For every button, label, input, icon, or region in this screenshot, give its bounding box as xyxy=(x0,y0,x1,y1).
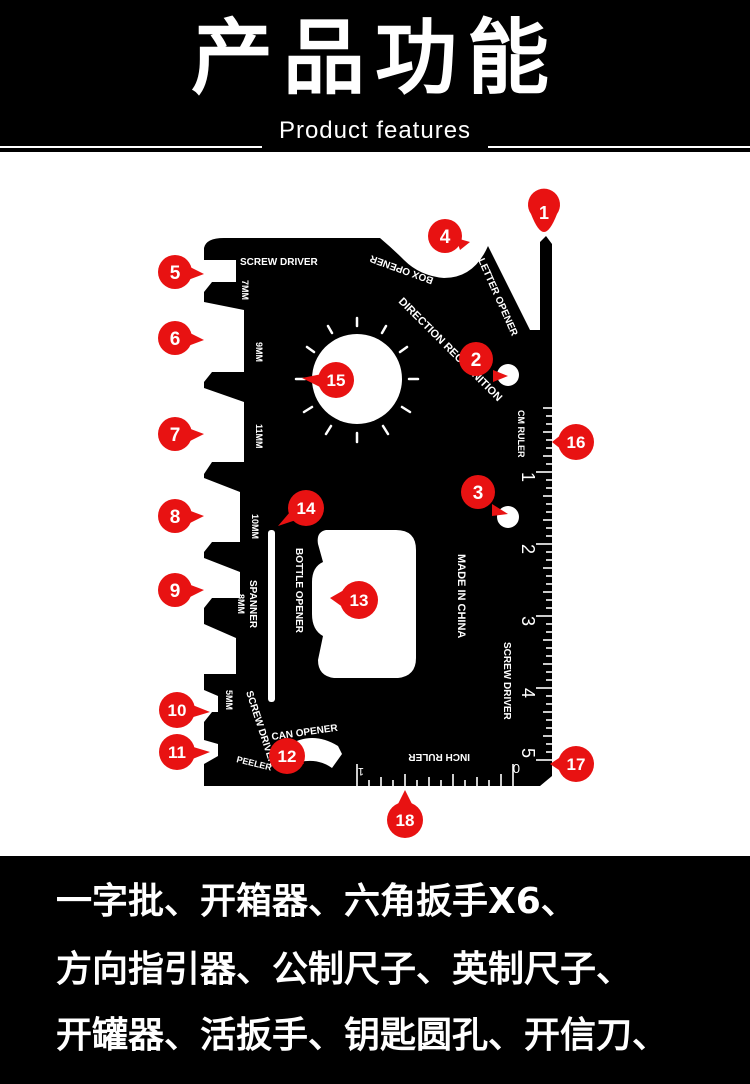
divider-right xyxy=(488,146,750,148)
svg-text:7: 7 xyxy=(170,425,181,446)
page-title: 产品功能 xyxy=(190,11,559,106)
svg-text:2: 2 xyxy=(471,350,482,371)
svg-text:18: 18 xyxy=(396,811,415,830)
feature-line-1: 一字批、开箱器、六角扳手X6、 xyxy=(56,881,577,922)
label-screw-driver-right: SCREW DRIVER xyxy=(501,642,512,721)
marker-6: 6 xyxy=(158,321,204,355)
divider-left xyxy=(0,146,262,148)
marker-5: 5 xyxy=(158,255,204,289)
svg-text:6: 6 xyxy=(170,329,181,350)
svg-text:3: 3 xyxy=(473,483,484,504)
feature-line-2: 方向指引器、公制尺子、英制尺子、 xyxy=(56,949,633,990)
svg-text:1: 1 xyxy=(539,203,549,223)
marker-12: 12 xyxy=(269,738,305,774)
cm-number-3: 3 xyxy=(518,616,538,626)
label-spanner: SPANNER xyxy=(247,580,258,629)
marker-8: 8 xyxy=(158,499,204,533)
feature-list: 一字批、开箱器、六角扳手X6、 方向指引器、公制尺子、英制尺子、 开罐器、活扳手… xyxy=(0,856,750,1084)
label-10mm: 10MM xyxy=(250,514,260,539)
marker-3: 3 xyxy=(461,475,508,516)
svg-text:16: 16 xyxy=(567,433,586,452)
marker-4: 4 xyxy=(428,219,470,253)
label-11mm: 11MM xyxy=(254,424,264,449)
card-body xyxy=(204,236,552,786)
feature-line-3: 开罐器、活扳手、钥匙圆孔、开信刀、 xyxy=(56,1015,669,1056)
svg-text:8: 8 xyxy=(170,507,181,528)
marker-16: 16 xyxy=(552,424,594,460)
marker-1: 1 xyxy=(528,188,560,232)
label-8mm: 8MM xyxy=(236,594,246,614)
marker-17: 17 xyxy=(550,746,594,782)
svg-text:4: 4 xyxy=(440,227,451,248)
marker-7: 7 xyxy=(158,417,204,451)
marker-13: 13 xyxy=(330,581,378,619)
svg-text:9: 9 xyxy=(170,581,181,602)
label-inch-ruler: INCH RULER xyxy=(408,751,470,762)
label-5mm: 5MM xyxy=(224,690,234,710)
svg-text:13: 13 xyxy=(350,591,369,610)
multitool-card-illustration: SCREW DRIVER BOX OPENER LETTER OPENER DI… xyxy=(158,188,594,838)
svg-text:17: 17 xyxy=(567,755,586,774)
marker-14: 14 xyxy=(278,490,324,526)
marker-18: 18 xyxy=(387,790,423,838)
label-bottle-opener: BOTTLE OPENER xyxy=(293,548,304,634)
header-banner: 产品功能 Product features xyxy=(0,0,750,152)
cm-number-4: 4 xyxy=(518,688,538,698)
svg-text:5: 5 xyxy=(170,263,181,284)
cm-number-2: 2 xyxy=(518,544,538,554)
cm-ruler-ticks xyxy=(536,407,552,761)
marker-2: 2 xyxy=(459,342,508,382)
product-diagram: SCREW DRIVER BOX OPENER LETTER OPENER DI… xyxy=(0,152,750,856)
inch-ruler-ticks xyxy=(356,764,514,786)
compass-ticks xyxy=(294,316,420,444)
label-made-in-china: MADE IN CHINA xyxy=(455,554,467,638)
cm-number-5: 5 xyxy=(518,748,538,758)
marker-15: 15 xyxy=(302,362,354,398)
label-screw-driver-top: SCREW DRIVER xyxy=(240,257,319,268)
svg-text:14: 14 xyxy=(297,499,316,518)
page-subtitle: Product features xyxy=(278,117,472,144)
cm-number-1: 1 xyxy=(518,472,538,482)
label-9mm: 9MM xyxy=(254,342,264,362)
label-cm-ruler: CM RULER xyxy=(516,410,526,458)
svg-text:15: 15 xyxy=(327,371,346,390)
svg-text:12: 12 xyxy=(278,747,297,766)
marker-callouts: 1 2 3 4 5 xyxy=(158,188,594,838)
svg-text:10: 10 xyxy=(168,701,187,720)
marker-9: 9 xyxy=(158,573,204,607)
marker-11: 11 xyxy=(159,734,210,770)
svg-text:11: 11 xyxy=(168,743,186,762)
marker-10: 10 xyxy=(159,692,210,728)
inch-number-1: 1 xyxy=(358,765,364,777)
inch-number-0: 0 xyxy=(513,761,520,776)
label-7mm: 7MM xyxy=(240,280,250,300)
